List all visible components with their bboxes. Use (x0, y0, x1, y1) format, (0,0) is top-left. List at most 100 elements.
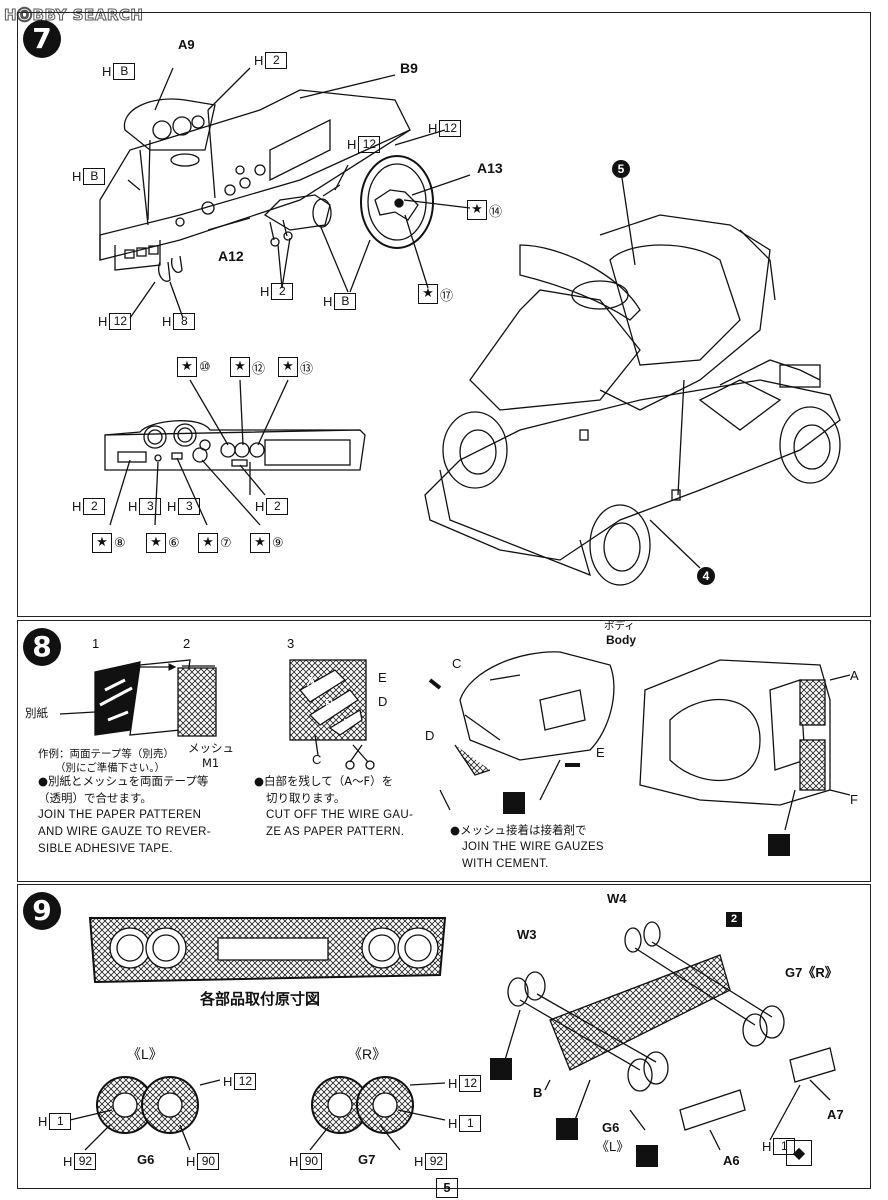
h-prefix: H (347, 137, 357, 152)
step-8-number: 8 (23, 628, 61, 666)
h-box: 2 (265, 52, 288, 69)
letter-f-sub3: F (343, 716, 351, 731)
h-prefix: H (98, 314, 108, 329)
step-8-panel (17, 620, 871, 882)
h-box: 12 (109, 313, 132, 330)
step-9-panel (17, 884, 871, 1189)
decal-2-badge: 2 (726, 912, 742, 927)
mesh-label: メッシュ (188, 741, 234, 755)
g7-label: G7 (358, 1152, 376, 1167)
example-line-2: （別にご準備下さい。） (55, 762, 166, 774)
note-1-jp-1: ●別紙とメッシュを両面テープ等 (38, 774, 209, 788)
note-2-jp-2: 切り取ります。 (266, 791, 346, 805)
star-icon: ★ (198, 533, 218, 553)
marker-5: 5 (612, 160, 630, 178)
note-3-en-1: JOIN THE WIRE GAUZES (462, 841, 604, 853)
direction-arrow-icon: ◆ (786, 1140, 812, 1166)
h-box: 3 (139, 498, 162, 515)
template-caption: 各部品取付原寸図 (200, 990, 321, 1008)
a6-label: A6 (723, 1153, 740, 1168)
part-a9-label: A9 (178, 37, 195, 52)
star-icon: ★ (146, 533, 166, 553)
h-box: B (83, 168, 106, 185)
g6-label: G6 (137, 1152, 155, 1167)
letter-a-sub3: A (307, 674, 316, 689)
note-1-en-3: SIBLE ADHESIVE TAPE. (38, 843, 173, 855)
part-a13-label: A13 (477, 160, 503, 176)
star-13-label: ★⑬ (278, 357, 313, 377)
star-8-label: ★⑧ (92, 533, 126, 553)
star-icon: ★ (250, 533, 270, 553)
star-17-label: ★⑰ (418, 284, 453, 304)
h-prefix: H (72, 169, 82, 184)
b-label: B (533, 1085, 543, 1100)
letter-d-sub3: D (378, 694, 388, 709)
letter-c-sub3: C (312, 752, 322, 767)
letter-d-body: D (425, 728, 435, 743)
mesh-code: M1 (202, 756, 220, 770)
example-line-1: 作例：両面テープ等（別売） (38, 748, 174, 760)
h-box: 8 (173, 313, 196, 330)
w3-label: W3 (517, 927, 537, 942)
right-side-label: 《R》 (348, 1046, 387, 1062)
h-box: 3 (178, 498, 201, 515)
h-prefix: H (323, 294, 333, 309)
g6l-label: G6 (602, 1120, 620, 1135)
page-number: 5 (436, 1178, 458, 1198)
body-en-label: Body (606, 633, 636, 647)
note-3-en-2: WITH CEMENT. (462, 858, 549, 870)
cement-tube-icon (503, 792, 525, 814)
star-icon: ★ (278, 357, 298, 377)
note-2-jp-1: ●白部を残して（A～F）を (254, 774, 394, 788)
letter-a-body: A (850, 668, 859, 683)
step-8-illustrations (59, 651, 851, 831)
a7-label: A7 (827, 1107, 844, 1122)
star-icon: ★ (230, 357, 250, 377)
g7r-label: G7《R》 (785, 965, 838, 980)
note-1-en-1: JOIN THE PAPER PATTEREN (38, 809, 202, 821)
h-prefix: H (102, 64, 112, 79)
h-box: B (334, 293, 357, 310)
sub-step-2: 2 (183, 636, 191, 651)
note-1-jp-2: （透明）で合せます。 (38, 791, 152, 805)
star-icon: ★ (177, 357, 197, 377)
h-prefix: H (255, 499, 265, 514)
h-box: 2 (83, 498, 106, 515)
h-prefix: H (428, 121, 438, 136)
g6l-side-label: 《L》 (596, 1139, 630, 1154)
step-9-illustrations (69, 917, 836, 1151)
h-prefix: H (128, 499, 138, 514)
instrument-panel-illustration (104, 379, 366, 526)
star-12-label: ★⑫ (230, 357, 265, 377)
letter-e-sub3: E (378, 670, 387, 685)
letter-e-body: E (596, 745, 605, 760)
part-b9-label: B9 (400, 60, 418, 76)
star-icon: ★ (418, 284, 438, 304)
h-box: 12 (439, 120, 462, 137)
letter-b-sub3: B (325, 696, 334, 711)
note-3-jp: ●メッシュ接着は接着剤で (450, 823, 587, 837)
star-6-label: ★⑥ (146, 533, 180, 553)
cement-tube-icon (556, 1118, 578, 1140)
left-side-label: 《L》 (127, 1046, 163, 1062)
step-7-number: 7 (23, 20, 61, 58)
